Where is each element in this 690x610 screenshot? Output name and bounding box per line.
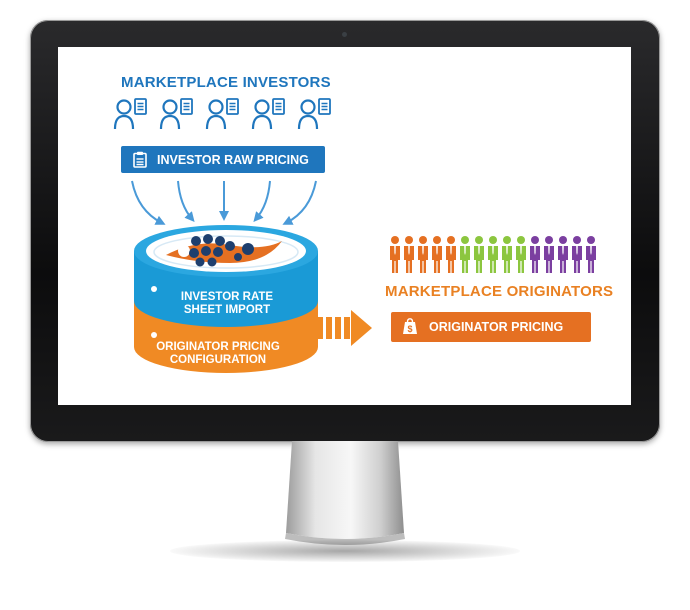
originator-person-icon [460, 236, 470, 273]
bullet-dot [151, 286, 157, 292]
originator-person-icon [474, 236, 484, 273]
originator-figures-row [390, 236, 596, 273]
investor-raw-pricing-label: INVESTOR RAW PRICING [157, 152, 309, 167]
investor-rate-sheet-import-label: INVESTOR RATE SHEET IMPORT [162, 291, 292, 317]
investor-icon-4 [251, 97, 286, 131]
originator-person-icon [418, 236, 428, 273]
originator-person-icon [558, 236, 568, 273]
arrow-icon [177, 180, 195, 223]
originator-person-icon [446, 236, 456, 273]
originator-pricing-configuration-label: ORIGINATOR PRICING CONFIGURATION [148, 341, 288, 367]
originator-pricing-box: $ ORIGINATOR PRICING [391, 312, 591, 342]
arrow-icon [282, 180, 317, 225]
originator-person-icon [516, 236, 526, 273]
dollar-tag-icon: $ [397, 312, 423, 342]
clipboard-icon [127, 146, 153, 173]
monitor-stand [285, 441, 405, 545]
investor-flow-arrows [131, 180, 317, 225]
originator-person-icon [530, 236, 540, 273]
flow-arrow-icon [317, 310, 372, 346]
investor-icons-row [113, 97, 332, 131]
svg-text:$: $ [407, 324, 412, 334]
config-label-line1: ORIGINATOR PRICING [156, 341, 280, 353]
originator-person-icon [502, 236, 512, 273]
originator-person-icon [572, 236, 582, 273]
investor-icon-1 [113, 97, 148, 131]
originators-title: MARKETPLACE ORIGINATORS [385, 283, 614, 300]
bullet-dot [151, 332, 157, 338]
originator-person-icon [432, 236, 442, 273]
investor-icon-2 [159, 97, 194, 131]
investor-icon-3 [205, 97, 240, 131]
stand-shadow [170, 540, 520, 562]
originator-person-icon [390, 236, 400, 273]
originator-person-icon [544, 236, 554, 273]
import-label-line1: INVESTOR RATE [180, 291, 274, 303]
originator-pricing-label: ORIGINATOR PRICING [429, 320, 564, 334]
originator-person-icon [488, 236, 498, 273]
monitor-screen: MARKETPLACE INVESTORS [58, 47, 631, 405]
investor-raw-pricing-box: INVESTOR RAW PRICING [121, 146, 325, 173]
arrow-icon [131, 180, 166, 225]
camera-dot [342, 32, 347, 37]
platform-logo-icon [166, 234, 282, 267]
originator-person-icon [404, 236, 414, 273]
config-label-line2: CONFIGURATION [169, 354, 267, 366]
originator-person-icon [586, 236, 596, 273]
platform-drum [134, 225, 318, 373]
import-label-line2: SHEET IMPORT [183, 304, 271, 316]
investors-title: MARKETPLACE INVESTORS [121, 74, 331, 91]
arrow-icon [253, 180, 271, 223]
investor-icon-5 [297, 97, 332, 131]
